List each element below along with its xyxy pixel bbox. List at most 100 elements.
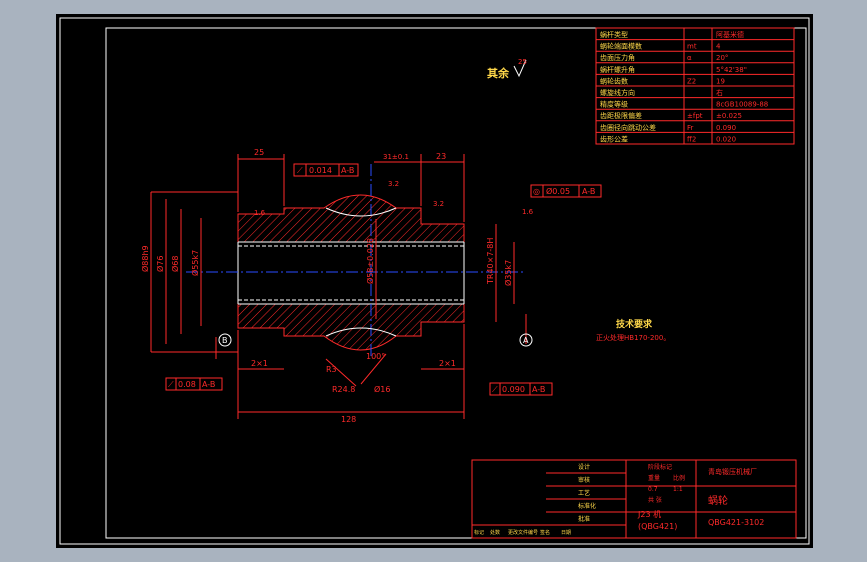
inner-frame: [105, 27, 807, 539]
param-cell: 齿距极限偏差: [600, 111, 642, 120]
company-name: 青岛锻压机械厂: [708, 467, 757, 476]
other-roughness-label: 其余: [487, 66, 510, 80]
roughness-symbol-icon: [513, 59, 527, 78]
param-cell: 蜗杆螺升角: [600, 65, 635, 74]
dimension-lines: [150, 154, 527, 419]
param-cell: 0.020: [716, 135, 736, 143]
param-cell: 精度等级: [600, 100, 628, 109]
svg-text:A-B: A-B: [582, 187, 595, 196]
roughness-3-2-b: 3.2: [433, 200, 444, 208]
param-cell: 右: [716, 88, 723, 97]
datum-a-circle: [519, 333, 533, 347]
dim-phi16: Ø16: [374, 384, 390, 394]
roughness-1-6-b: 1.6: [522, 208, 534, 216]
revision-header: 更改文件编号: [508, 529, 538, 536]
dim-phi76: Ø76: [155, 256, 165, 272]
scale-label: 比例: [673, 474, 685, 482]
revision-header: 签名: [540, 529, 550, 536]
param-cell: 齿圈径向跳动公差: [600, 123, 656, 132]
title-row-label: 审核: [578, 476, 590, 484]
tol-concentricity: ◎ Ø0.05 A-B: [530, 184, 602, 198]
svg-text:⟋: ⟋: [168, 380, 174, 389]
dim-angle: 100°: [366, 352, 385, 361]
param-cell: 4: [716, 43, 721, 51]
param-cell: mt: [687, 43, 697, 51]
worm-arc-top: [325, 207, 397, 217]
param-cell: α: [687, 54, 692, 62]
dim-chamfer-left: 2×1: [251, 359, 268, 368]
param-cell: 蜗轮齿数: [600, 76, 628, 85]
weight-label: 重量: [648, 474, 660, 482]
roughness-1-6: 1.6: [254, 209, 266, 217]
title-block-rows: 设计审核工艺标准化批准标记处数 更改文件编号签名 日期: [474, 463, 626, 536]
param-cell: ±0.025: [716, 112, 742, 120]
dim-31: 31±0.1: [383, 153, 409, 161]
svg-text:⟋: ⟋: [492, 385, 498, 394]
dim-phi68: Ø68: [170, 256, 180, 272]
param-cell: 齿面压力角: [600, 53, 635, 62]
svg-text:0.08: 0.08: [178, 380, 196, 389]
svg-text:A-B: A-B: [202, 380, 215, 389]
sheet-label: 共 张: [648, 496, 662, 504]
upper-section-hatch: [237, 194, 465, 243]
part-name: 蜗轮: [708, 494, 728, 507]
dim-phi55: Ø55k7: [190, 250, 200, 276]
param-cell: 5°42'38": [716, 66, 747, 74]
param-cell: 8cGB10089-88: [716, 101, 768, 109]
dim-trap: TR40×7-8H: [486, 238, 495, 285]
param-cell: 蜗轮端面模数: [600, 42, 642, 51]
param-cell: 0.090: [716, 124, 736, 132]
svg-text:Ø0.05: Ø0.05: [546, 186, 570, 196]
param-cell: ff2: [687, 135, 696, 143]
svg-text:A-B: A-B: [532, 385, 545, 394]
dim-phi35: Ø35k7: [503, 260, 513, 286]
svg-text:A-B: A-B: [341, 166, 354, 175]
tol-runout-left: ⟋ 0.08 A-B: [165, 377, 223, 391]
datum-b-label: B: [222, 336, 228, 345]
dim-r3: R3: [326, 365, 337, 374]
revision-header: 标记: [474, 529, 484, 536]
stage-label: 阶段标记: [648, 463, 672, 471]
dim-23: 23: [436, 152, 446, 161]
datum-a-label: A: [523, 336, 529, 345]
svg-text:◎: ◎: [533, 187, 540, 196]
title-row-label: 批准: [578, 515, 590, 523]
dim-phi58: Ø58±0.028: [365, 238, 375, 284]
worm-arc-bottom: [325, 327, 397, 337]
svg-text:⟋: ⟋: [297, 166, 303, 175]
param-cell: 齿形公差: [600, 134, 628, 143]
tech-title: 技术要求: [616, 318, 653, 330]
mass-value: 0.7: [648, 486, 658, 493]
lower-section-hatch: [237, 303, 465, 351]
tol-runout-right: ⟋ 0.090 A-B: [489, 382, 553, 396]
roughness-3-2-a: 3.2: [388, 180, 399, 188]
svg-text:0.014: 0.014: [309, 166, 332, 175]
param-cell: ±fpt: [687, 112, 703, 120]
revision-header: 处数: [490, 529, 500, 536]
dim-25: 25: [254, 148, 264, 157]
dim-phi88: Ø88h9: [140, 245, 150, 272]
other-roughness-value: 25: [518, 58, 527, 66]
dim-128: 128: [341, 415, 356, 424]
drawing-sheet: 蜗杆类型 阿基米德蜗轮端面模数 mt 4 齿面压力角 α 20° 蜗杆螺升角 5°42'38" 蜗…: [56, 14, 813, 548]
param-cell: 螺旋线方向: [600, 88, 635, 97]
scale-value: 1:1: [673, 486, 683, 493]
param-cell: Z2: [687, 77, 696, 85]
title-row-label: 工艺: [578, 489, 590, 497]
param-cell: 阿基米德: [716, 30, 744, 39]
machine-code: (QBG421): [638, 522, 677, 531]
dim-chamfer-right: 2×1: [439, 359, 456, 368]
drawing-number: QBG421-3102: [708, 518, 764, 527]
tech-body: 正火处理HB170-200。: [596, 333, 670, 342]
dim-r24: R24.8: [332, 385, 355, 394]
wormgear-section: [186, 164, 526, 359]
svg-text:0.090: 0.090: [502, 385, 525, 394]
title-row-label: 标准化: [578, 502, 596, 510]
param-cell: 20°: [716, 54, 728, 62]
param-cell: 蜗杆类型: [600, 30, 628, 39]
title-row-label: 设计: [578, 463, 590, 471]
revision-header: 日期: [561, 530, 571, 536]
machine-name: J23 机: [637, 509, 661, 519]
